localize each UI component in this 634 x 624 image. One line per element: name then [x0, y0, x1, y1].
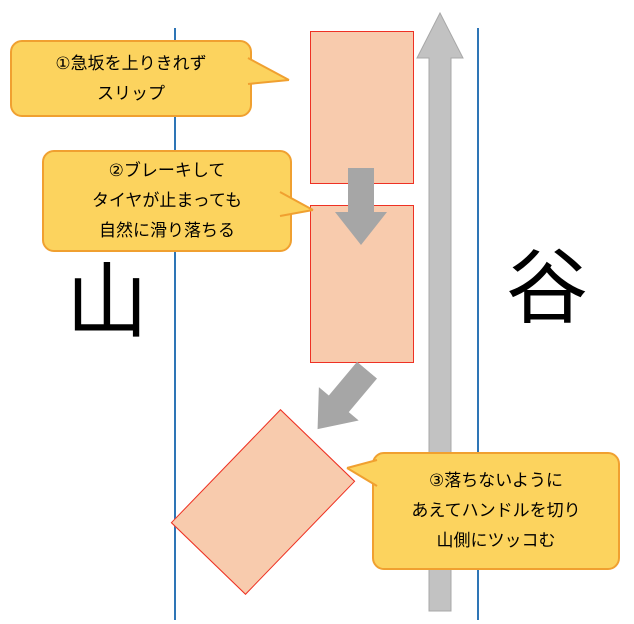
slide-sideways-arrow: [317, 361, 378, 430]
slip-down-arrow: [335, 168, 387, 245]
callout-3: ③落ちないように あえてハンドルを切り 山側にツッコむ: [346, 452, 620, 570]
callout-2: ②ブレーキして タイヤが止まっても 自然に滑り落ちる: [42, 150, 314, 252]
mountain-label: 山: [66, 257, 149, 348]
road-edge-line-right: [477, 28, 479, 620]
valley-label: 谷: [506, 243, 589, 334]
road-edge-line-left: [174, 28, 176, 620]
callout-3-text: ③落ちないように あえてハンドルを切り 山側にツッコむ: [411, 471, 581, 550]
callout-1-tail: [247, 57, 290, 85]
callout-1-text: ①急坂を上りきれず スリップ: [55, 53, 207, 103]
car-position-top: [310, 31, 414, 184]
callout-3-tail: [346, 459, 378, 487]
uphill-direction-arrow: [416, 12, 464, 612]
callout-2-tail: [279, 191, 314, 217]
callout-1: ①急坂を上りきれず スリップ: [10, 40, 290, 117]
callout-2-text: ②ブレーキして タイヤが止まっても 自然に滑り落ちる: [91, 161, 243, 240]
